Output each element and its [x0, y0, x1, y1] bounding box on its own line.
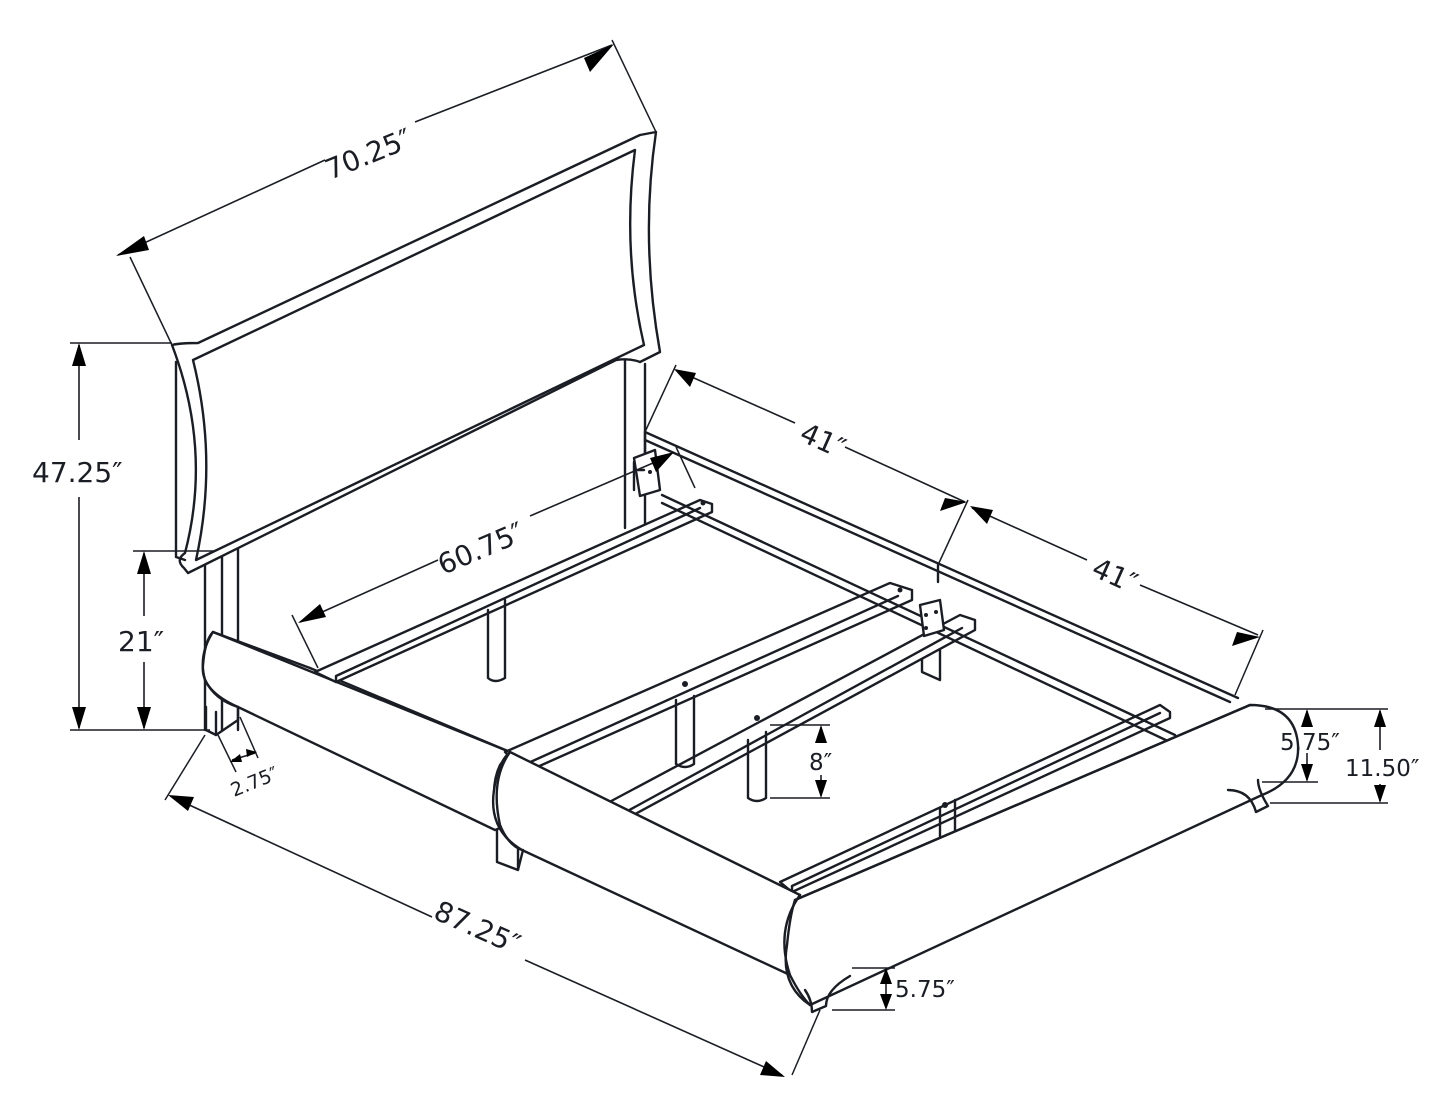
center-legs	[486, 598, 957, 840]
headboard	[170, 130, 662, 732]
dim-center-leg-height: 8″	[770, 724, 833, 799]
dim-rail-length-1: 41″	[644, 364, 969, 566]
label-headboard-height: 47.25″	[32, 456, 123, 489]
footboard	[783, 703, 1300, 1014]
label-rail-height: 21″	[118, 625, 164, 658]
dim-headboard-height: 47.25″ 47.25″	[32, 342, 210, 731]
slats	[313, 493, 1177, 894]
dim-foot-leg-height: 5.75″	[832, 967, 955, 1011]
dim-rail-length-2: 41″	[970, 506, 1264, 696]
label-rail-length-1: 41″	[795, 416, 851, 465]
dim-rail-height: 21″	[118, 550, 215, 730]
label-leg-width: 2.75″	[228, 763, 282, 802]
dim-footboard-heights: 5.75″ 11.50″	[1262, 708, 1420, 804]
label-rail-length-2: 41″	[1087, 551, 1143, 600]
label-overall-length: 87.25″	[429, 894, 525, 961]
corner-brackets	[632, 448, 946, 638]
label-headboard-width: 70.25″	[320, 122, 416, 187]
label-foot-leg-height: 5.75″	[895, 977, 955, 1003]
label-center-leg-height: 8″	[809, 750, 833, 776]
dim-leg-width: 2.75″	[217, 716, 282, 802]
label-footboard-upper: 5.75″	[1280, 730, 1340, 756]
label-inner-width: 60.75″	[433, 516, 529, 582]
label-footboard-total: 11.50″	[1345, 756, 1420, 782]
